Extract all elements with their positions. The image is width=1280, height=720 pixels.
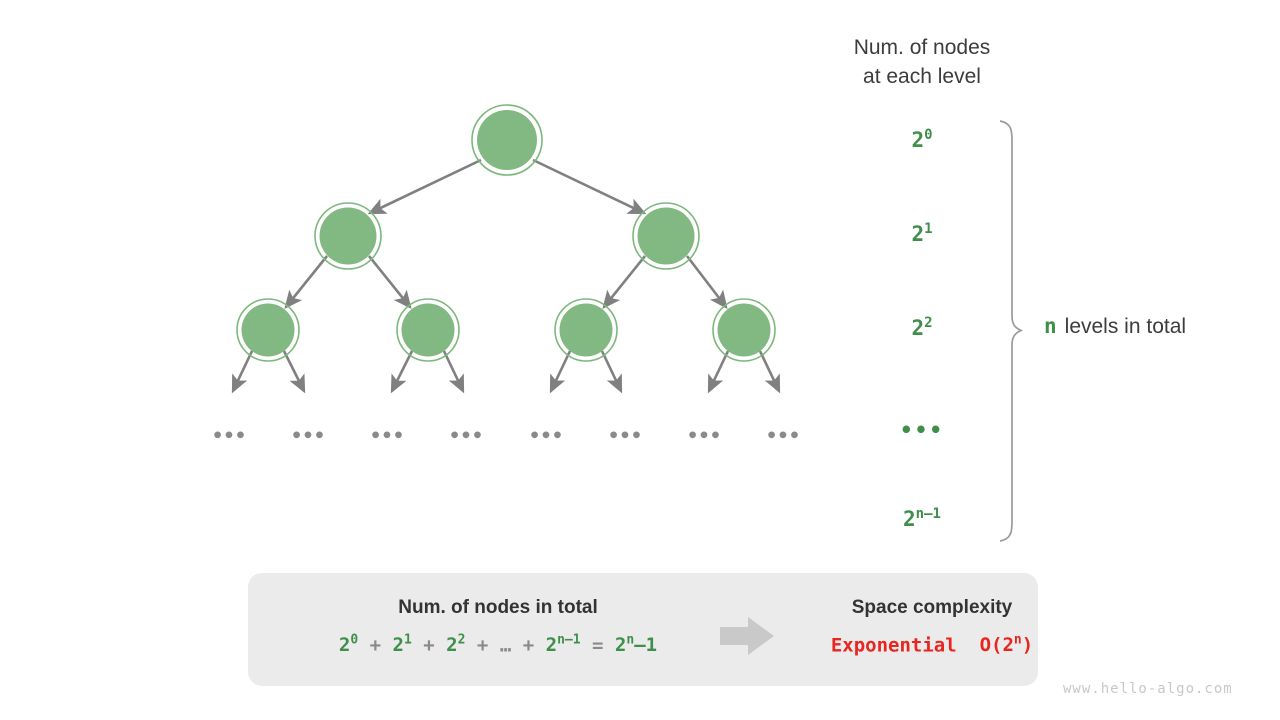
tree-nodes [236, 104, 776, 362]
formula-term: 20 [338, 633, 359, 657]
level-count-label-0: 20 [911, 127, 933, 152]
tree-ellipsis: ••• [687, 425, 721, 447]
formula-term: 21 [392, 633, 412, 657]
formula-op: + [423, 634, 435, 657]
formula-term: 22 [446, 633, 466, 657]
tree-edges [231, 158, 781, 394]
formula-ellipsis: … [499, 634, 512, 657]
tree-node [632, 202, 700, 270]
summary-left: Num. of nodes in total 20 + 21 + 22 + … … [248, 573, 748, 686]
tree-ellipsis-row: ••• ••• ••• ••• ••• ••• ••• ••• [212, 425, 800, 447]
tree-node [471, 104, 543, 176]
tree-node [314, 202, 382, 270]
tree-ellipsis: ••• [766, 425, 800, 447]
level-count-label-1: 21 [911, 221, 933, 246]
formula-op: + [476, 634, 489, 657]
column-title: Num. of nodes at each level [853, 36, 991, 88]
watermark: www.hello-algo.com [1063, 681, 1233, 697]
tree-node [396, 298, 460, 362]
level-count-label-last: 2n–1 [903, 506, 941, 531]
formula-term: 2n–1 [545, 633, 581, 657]
complexity-word: Exponential [830, 634, 957, 657]
tree-node [712, 298, 776, 362]
complexity-notation: O(2n) [968, 633, 1034, 657]
n-symbol: n [1044, 314, 1057, 338]
summary-box: Num. of nodes in total 20 + 21 + 22 + … … [248, 573, 1038, 686]
formula-op: = [592, 634, 604, 657]
tree-node [236, 298, 300, 362]
summary-right: Space complexity Exponential O(2n) [826, 573, 1038, 686]
tree-ellipsis: ••• [370, 425, 404, 447]
formula-op: + [369, 634, 382, 657]
tree-node [554, 298, 618, 362]
level-count-label-ellipsis: ••• [900, 418, 944, 442]
node-count-formula: 20 + 21 + 22 + … + 2n–1 = 2n–1 [248, 633, 748, 656]
level-count-label-2: 22 [911, 315, 933, 340]
right-arrow-icon [720, 617, 774, 655]
formula-op: + [522, 634, 535, 657]
tree-ellipsis: ••• [449, 425, 483, 447]
summary-left-heading: Num. of nodes in total [398, 597, 598, 618]
tree-ellipsis: ••• [291, 425, 325, 447]
total-levels-text: levels in total [1064, 315, 1187, 338]
tree-ellipsis: ••• [608, 425, 642, 447]
levels-brace [999, 120, 1024, 542]
total-levels-note: n levels in total [1044, 314, 1186, 339]
summary-right-heading: Space complexity [851, 597, 1013, 618]
tree-ellipsis: ••• [529, 425, 563, 447]
complexity-value: Exponential O(2n) [826, 633, 1038, 656]
formula-result: 2n–1 [614, 633, 658, 657]
tree-ellipsis: ••• [212, 425, 246, 447]
